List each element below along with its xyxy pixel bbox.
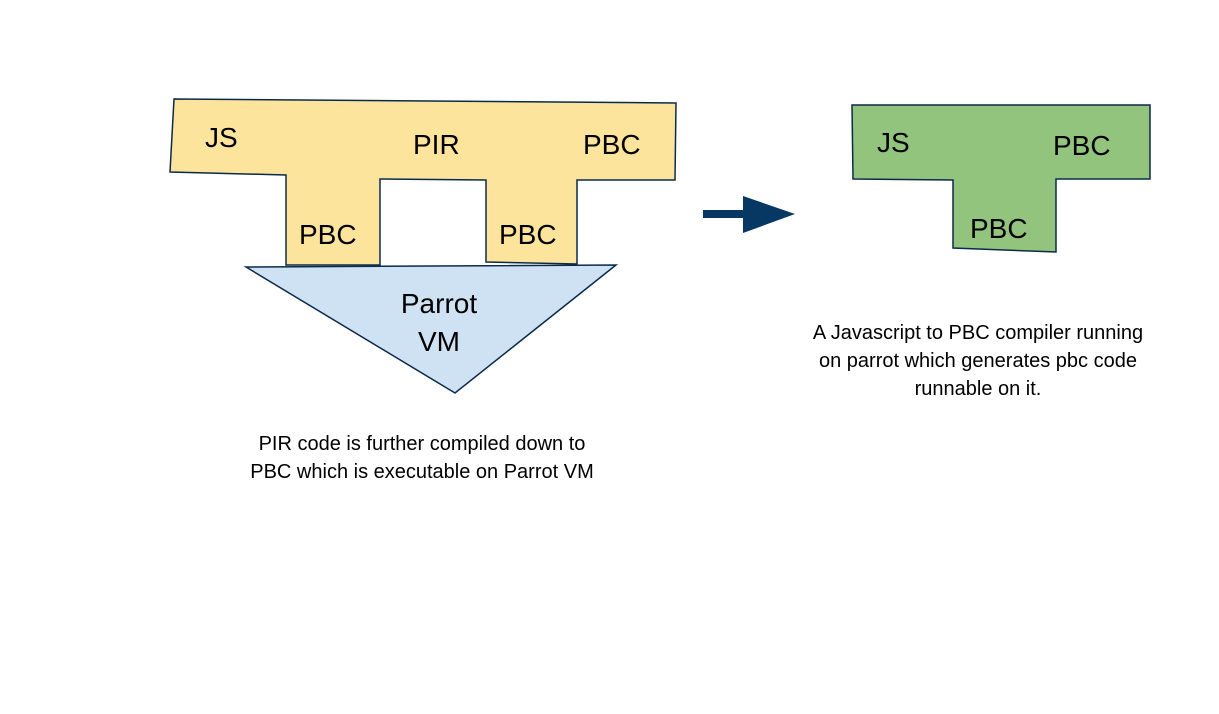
left-caption-line2: PBC which is executable on Parrot VM: [250, 461, 594, 483]
left-caption: PIR code is further compiled down to PBC…: [172, 430, 672, 486]
right-pbc-leg-label: PBC: [970, 213, 1028, 244]
parrot-vm-triangle: [243, 264, 619, 394]
right-caption: A Javascript to PBC compiler running on …: [728, 319, 1219, 403]
right-caption-line3: runnable on it.: [914, 378, 1042, 400]
left-pbc-leg-left-label: PBC: [299, 219, 357, 250]
left-tetris-shape: [169, 98, 677, 266]
right-caption-line2: on parrot which generates pbc code: [819, 350, 1137, 372]
left-js-label: JS: [205, 122, 238, 153]
left-pir-label: PIR: [413, 129, 460, 160]
left-caption-line1: PIR code is further compiled down to: [258, 433, 586, 455]
right-arrow-icon: [703, 196, 795, 233]
parrot-vm-label-line2: VM: [418, 326, 460, 357]
arrow-shaft: [703, 210, 747, 218]
parrot-vm-label-line1: Parrot: [401, 288, 477, 319]
right-pbc-top-label: PBC: [1053, 130, 1111, 161]
left-pbc-leg-right-label: PBC: [499, 219, 557, 250]
right-caption-line1: A Javascript to PBC compiler running: [812, 322, 1144, 344]
right-js-label: JS: [877, 127, 910, 158]
left-pbc-top-label: PBC: [583, 129, 641, 160]
right-result-shape: [851, 104, 1151, 253]
arrow-head: [743, 196, 795, 233]
